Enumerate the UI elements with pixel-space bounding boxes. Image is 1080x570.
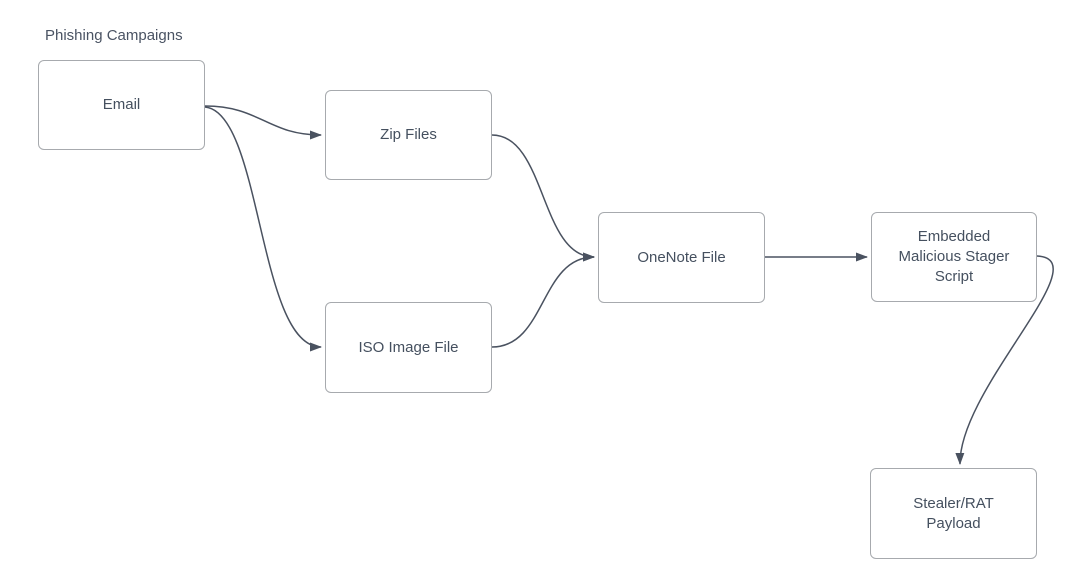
node-onenote-file-label: OneNote File: [637, 248, 726, 266]
node-embedded-malicious-stager-script: Embedded Malicious Stager Script: [871, 212, 1037, 302]
node-onenote-file: OneNote File: [598, 212, 765, 303]
node-zip-files-label: Zip Files: [380, 126, 437, 143]
node-stealer-rat-payload-label: Stealer/RAT Payload: [913, 494, 994, 532]
edge-iso-image-file-to-onenote-file: [491, 252, 595, 348]
edge-email-to-iso-image-file: [204, 106, 322, 352]
edge-stager-script-to-payload: [955, 255, 1054, 465]
node-stealer-rat-payload: Stealer/RAT Payload: [870, 468, 1037, 559]
edge-zip-files-to-onenote-file: [491, 134, 595, 262]
node-embedded-malicious-stager-script-label: Embedded Malicious Stager Script: [898, 228, 1010, 285]
node-iso-image-file-label: ISO Image File: [358, 338, 459, 356]
diagram-caption: Phishing Campaigns: [45, 27, 183, 44]
edge-email-to-zip-files: [204, 105, 322, 140]
node-zip-files: Zip Files: [325, 90, 492, 180]
node-email-label: Email: [102, 96, 141, 113]
node-email: Email: [38, 60, 205, 150]
node-iso-image-file: ISO Image File: [325, 302, 492, 393]
